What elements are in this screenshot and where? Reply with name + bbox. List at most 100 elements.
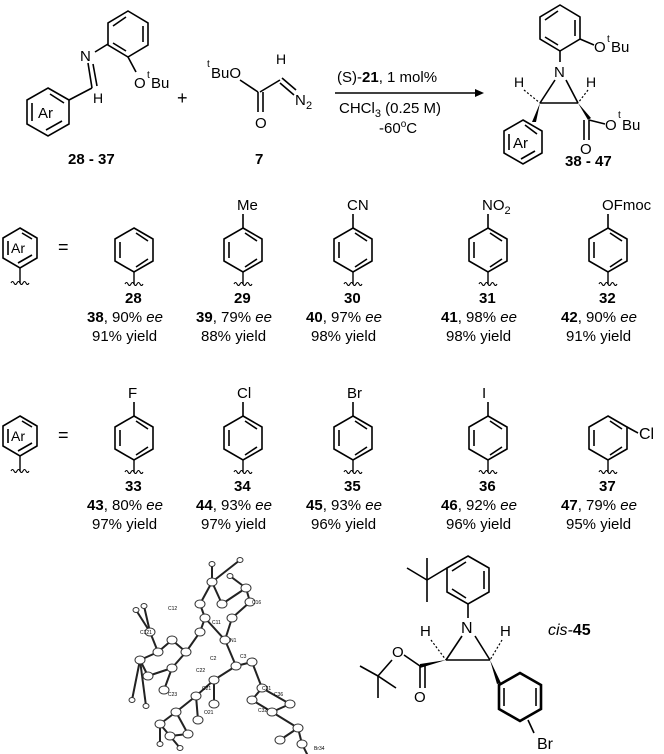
crystal-atom-label: C11 <box>212 620 221 626</box>
diazo-h: H <box>276 51 286 67</box>
crystal-atom-label: C23 <box>168 692 177 698</box>
substituent-label: Me <box>237 197 258 214</box>
ee-line: 39, 79% ee <box>196 309 272 326</box>
ee-line: 45, 93% ee <box>306 497 382 514</box>
ar-key-2-label: Ar <box>11 428 25 444</box>
wavy-bond <box>233 281 253 287</box>
crystal-atom <box>240 583 252 593</box>
cond-line1: (S)-21, 1 mol% <box>337 69 437 86</box>
cond-line2: CHCl3 (0.25 M) <box>339 100 441 120</box>
crystal-atom-label: C16 <box>252 600 261 606</box>
crystal-atom <box>180 647 192 657</box>
wavy-bond <box>124 469 144 475</box>
substituent-label: OFmoc <box>602 197 652 214</box>
crystal-atom <box>152 647 164 657</box>
crystal-atom <box>166 663 178 673</box>
substituent-label: Br <box>347 385 362 402</box>
product-ester-t: t <box>618 110 621 121</box>
yield-line: 97% yield <box>92 516 157 533</box>
benzene-ring <box>114 227 154 273</box>
crystal-atom-label: Br34 <box>314 746 325 752</box>
substrate-number: 33 <box>125 478 142 495</box>
diazo-t: t <box>207 59 210 70</box>
substrate-number: 37 <box>599 478 616 495</box>
benzene-ring <box>333 415 373 461</box>
crystal-atom <box>134 655 146 665</box>
ee-line: 41, 98% ee <box>441 309 517 326</box>
crystal-atom <box>140 603 148 609</box>
wavy-bond <box>124 281 144 287</box>
crystal-atom <box>192 715 204 725</box>
product-t: t <box>607 34 610 45</box>
crystal-atom <box>154 719 166 729</box>
crystal-atom <box>246 695 258 705</box>
crystal-atom <box>266 707 278 717</box>
crystal-bond <box>251 661 263 689</box>
crystal-atom <box>208 699 220 709</box>
diazo-reactant: t BuO O H N 2 7 <box>207 51 312 168</box>
diazo-n2: N <box>295 92 306 109</box>
cond-line3: -60oC <box>379 119 417 137</box>
crystal-atom <box>142 671 154 681</box>
cis-label: cis-45 <box>548 622 591 639</box>
imine-o: O <box>134 75 146 92</box>
product-bu: Bu <box>611 39 629 56</box>
substrate-number: 31 <box>479 290 496 307</box>
substituent-label: Cl <box>639 426 654 443</box>
crystal-atom <box>208 561 216 567</box>
substrate-number: 32 <box>599 290 616 307</box>
crystal-atom <box>144 627 156 637</box>
diazo-o: O <box>255 115 267 132</box>
product-ester-bu: Bu <box>622 117 640 134</box>
crystal-atom <box>190 691 202 701</box>
crystal-bond <box>204 617 226 641</box>
product-ester-o2: O <box>605 117 617 134</box>
imine-compound-label: 28 - 37 <box>68 151 115 168</box>
yield-line: 88% yield <box>201 328 266 345</box>
wavy-bond <box>598 469 618 475</box>
crystal-atom-label: C22 <box>196 668 205 674</box>
crystal-atom <box>170 707 182 717</box>
substrate-number: 29 <box>234 290 251 307</box>
ar-key-1: Ar = <box>2 227 69 286</box>
substituent-label: I <box>482 385 486 402</box>
ee-line: 47, 79% ee <box>561 497 637 514</box>
crystal-atom-label: C2 <box>210 656 217 662</box>
product-ar: Ar <box>513 135 528 152</box>
cis-o2: O <box>414 689 426 706</box>
crystal-atom <box>226 613 238 623</box>
crystal-atom <box>199 613 211 623</box>
reaction-conditions: (S)-21, 1 mol% CHCl3 (0.25 M) -60oC <box>335 69 484 137</box>
substituent-label: CN <box>347 197 369 214</box>
yield-line: 96% yield <box>446 516 511 533</box>
crystal-atom <box>219 635 231 645</box>
cis-45-structure: N H H O O Br cis-45 <box>359 555 591 753</box>
crystal-atom-label: N1 <box>230 638 237 644</box>
cis-n: N <box>461 620 473 637</box>
wavy-bond <box>598 281 618 287</box>
product-h2: H <box>586 74 596 90</box>
diazo-tbuo: BuO <box>211 65 241 82</box>
crystal-bond <box>224 639 237 667</box>
crystal-atom-label: C31 <box>262 686 271 692</box>
ee-line: 44, 93% ee <box>196 497 272 514</box>
crystal-atom <box>208 675 220 685</box>
imine-t: t <box>147 70 150 81</box>
ar-key-2: Ar = <box>2 415 69 474</box>
crystal-bond <box>261 687 291 705</box>
aziridine-product: O t Bu N H H Ar O O t Bu 38 - 47 <box>503 4 640 170</box>
cis-o1: O <box>392 644 404 661</box>
benzene-ring <box>588 227 628 273</box>
crystal-atom <box>156 741 164 747</box>
crystal-atom <box>166 635 178 645</box>
substituent-label: F <box>128 385 137 402</box>
crystal-bond <box>139 659 147 707</box>
benzene-ring <box>114 415 154 461</box>
ee-line: 38, 90% ee <box>87 309 163 326</box>
imine-h: H <box>93 90 103 106</box>
